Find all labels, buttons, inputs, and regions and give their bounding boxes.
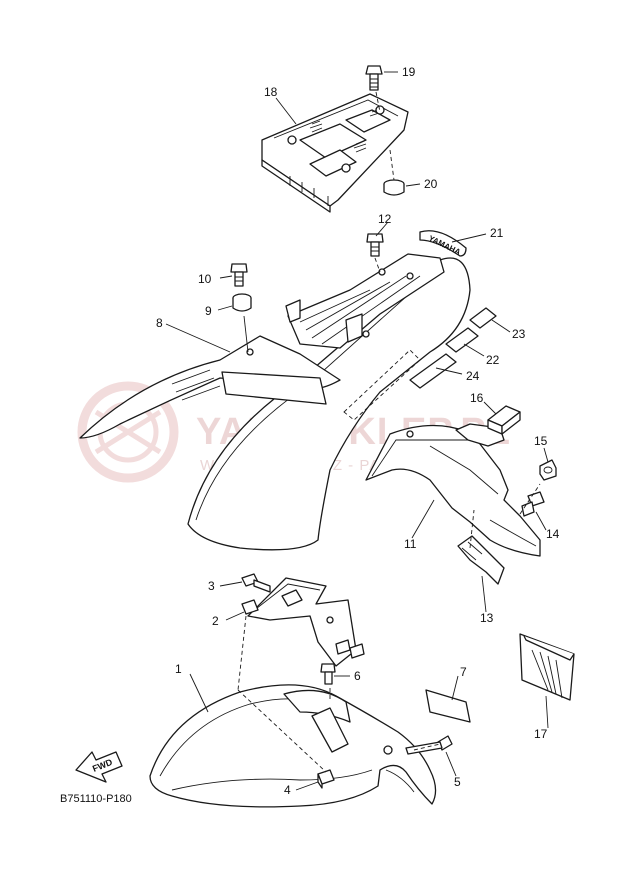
- callout-numbers: 1 2 3 4 5 6 7 8 9 10 11 12 13 14 15 16 1…: [156, 65, 560, 797]
- callout-14: 14: [546, 527, 560, 541]
- part-10-bolt: [230, 263, 248, 287]
- callout-15: 15: [534, 434, 548, 448]
- callout-13: 13: [480, 611, 494, 625]
- part-14-bolt: [521, 491, 545, 517]
- callout-1: 1: [175, 662, 182, 676]
- callout-23: 23: [512, 327, 526, 341]
- part-15-nut: [539, 459, 557, 481]
- callout-3: 3: [208, 579, 215, 593]
- part-2-nut: [241, 599, 259, 615]
- callout-2: 2: [212, 614, 219, 628]
- callout-12: 12: [378, 212, 392, 226]
- callout-7: 7: [460, 665, 467, 679]
- callout-20: 20: [424, 177, 438, 191]
- callout-11: 11: [404, 537, 417, 551]
- part-24-strip: [409, 353, 457, 389]
- part-18-rear-carrier: [261, 93, 409, 213]
- callout-5: 5: [454, 775, 461, 789]
- part-19-bolt: [365, 65, 383, 91]
- fwd-arrow-icon: FWD: [75, 751, 123, 783]
- callout-4: 4: [284, 783, 291, 797]
- part-23-strip: [469, 307, 497, 329]
- callout-9: 9: [205, 304, 212, 318]
- callout-19: 19: [402, 65, 416, 79]
- part-13-bracket: [457, 535, 505, 585]
- part-21-decal: YAMAHA: [419, 230, 467, 257]
- diagram-code: B751110-P180: [60, 793, 132, 805]
- callout-16: 16: [470, 391, 484, 405]
- callout-24: 24: [466, 369, 480, 383]
- callout-18: 18: [264, 85, 278, 99]
- callout-6: 6: [354, 669, 361, 683]
- leader-lines: [165, 71, 549, 791]
- part-20-collar: [383, 179, 405, 196]
- part-8-seat: [79, 253, 471, 551]
- part-9-grommet: [232, 293, 252, 312]
- bracket-bolts: [335, 639, 365, 659]
- callout-21: 21: [490, 226, 504, 240]
- part-11-rear-flap: [365, 423, 541, 557]
- part-6-bolt: [320, 663, 336, 685]
- part-17-reflector: [519, 633, 575, 701]
- part-22-strip: [445, 327, 479, 353]
- part-7-decal: [425, 689, 471, 723]
- part-1-front-fender: [149, 684, 437, 808]
- callout-17: 17: [534, 727, 548, 741]
- part-16-cushion: [487, 405, 521, 435]
- part-4-nut: [317, 769, 335, 789]
- part-3-bolt: [241, 573, 271, 593]
- callout-10: 10: [198, 272, 212, 286]
- part-12-bolt: [366, 233, 384, 257]
- callout-8: 8: [156, 316, 163, 330]
- callout-22: 22: [486, 353, 500, 367]
